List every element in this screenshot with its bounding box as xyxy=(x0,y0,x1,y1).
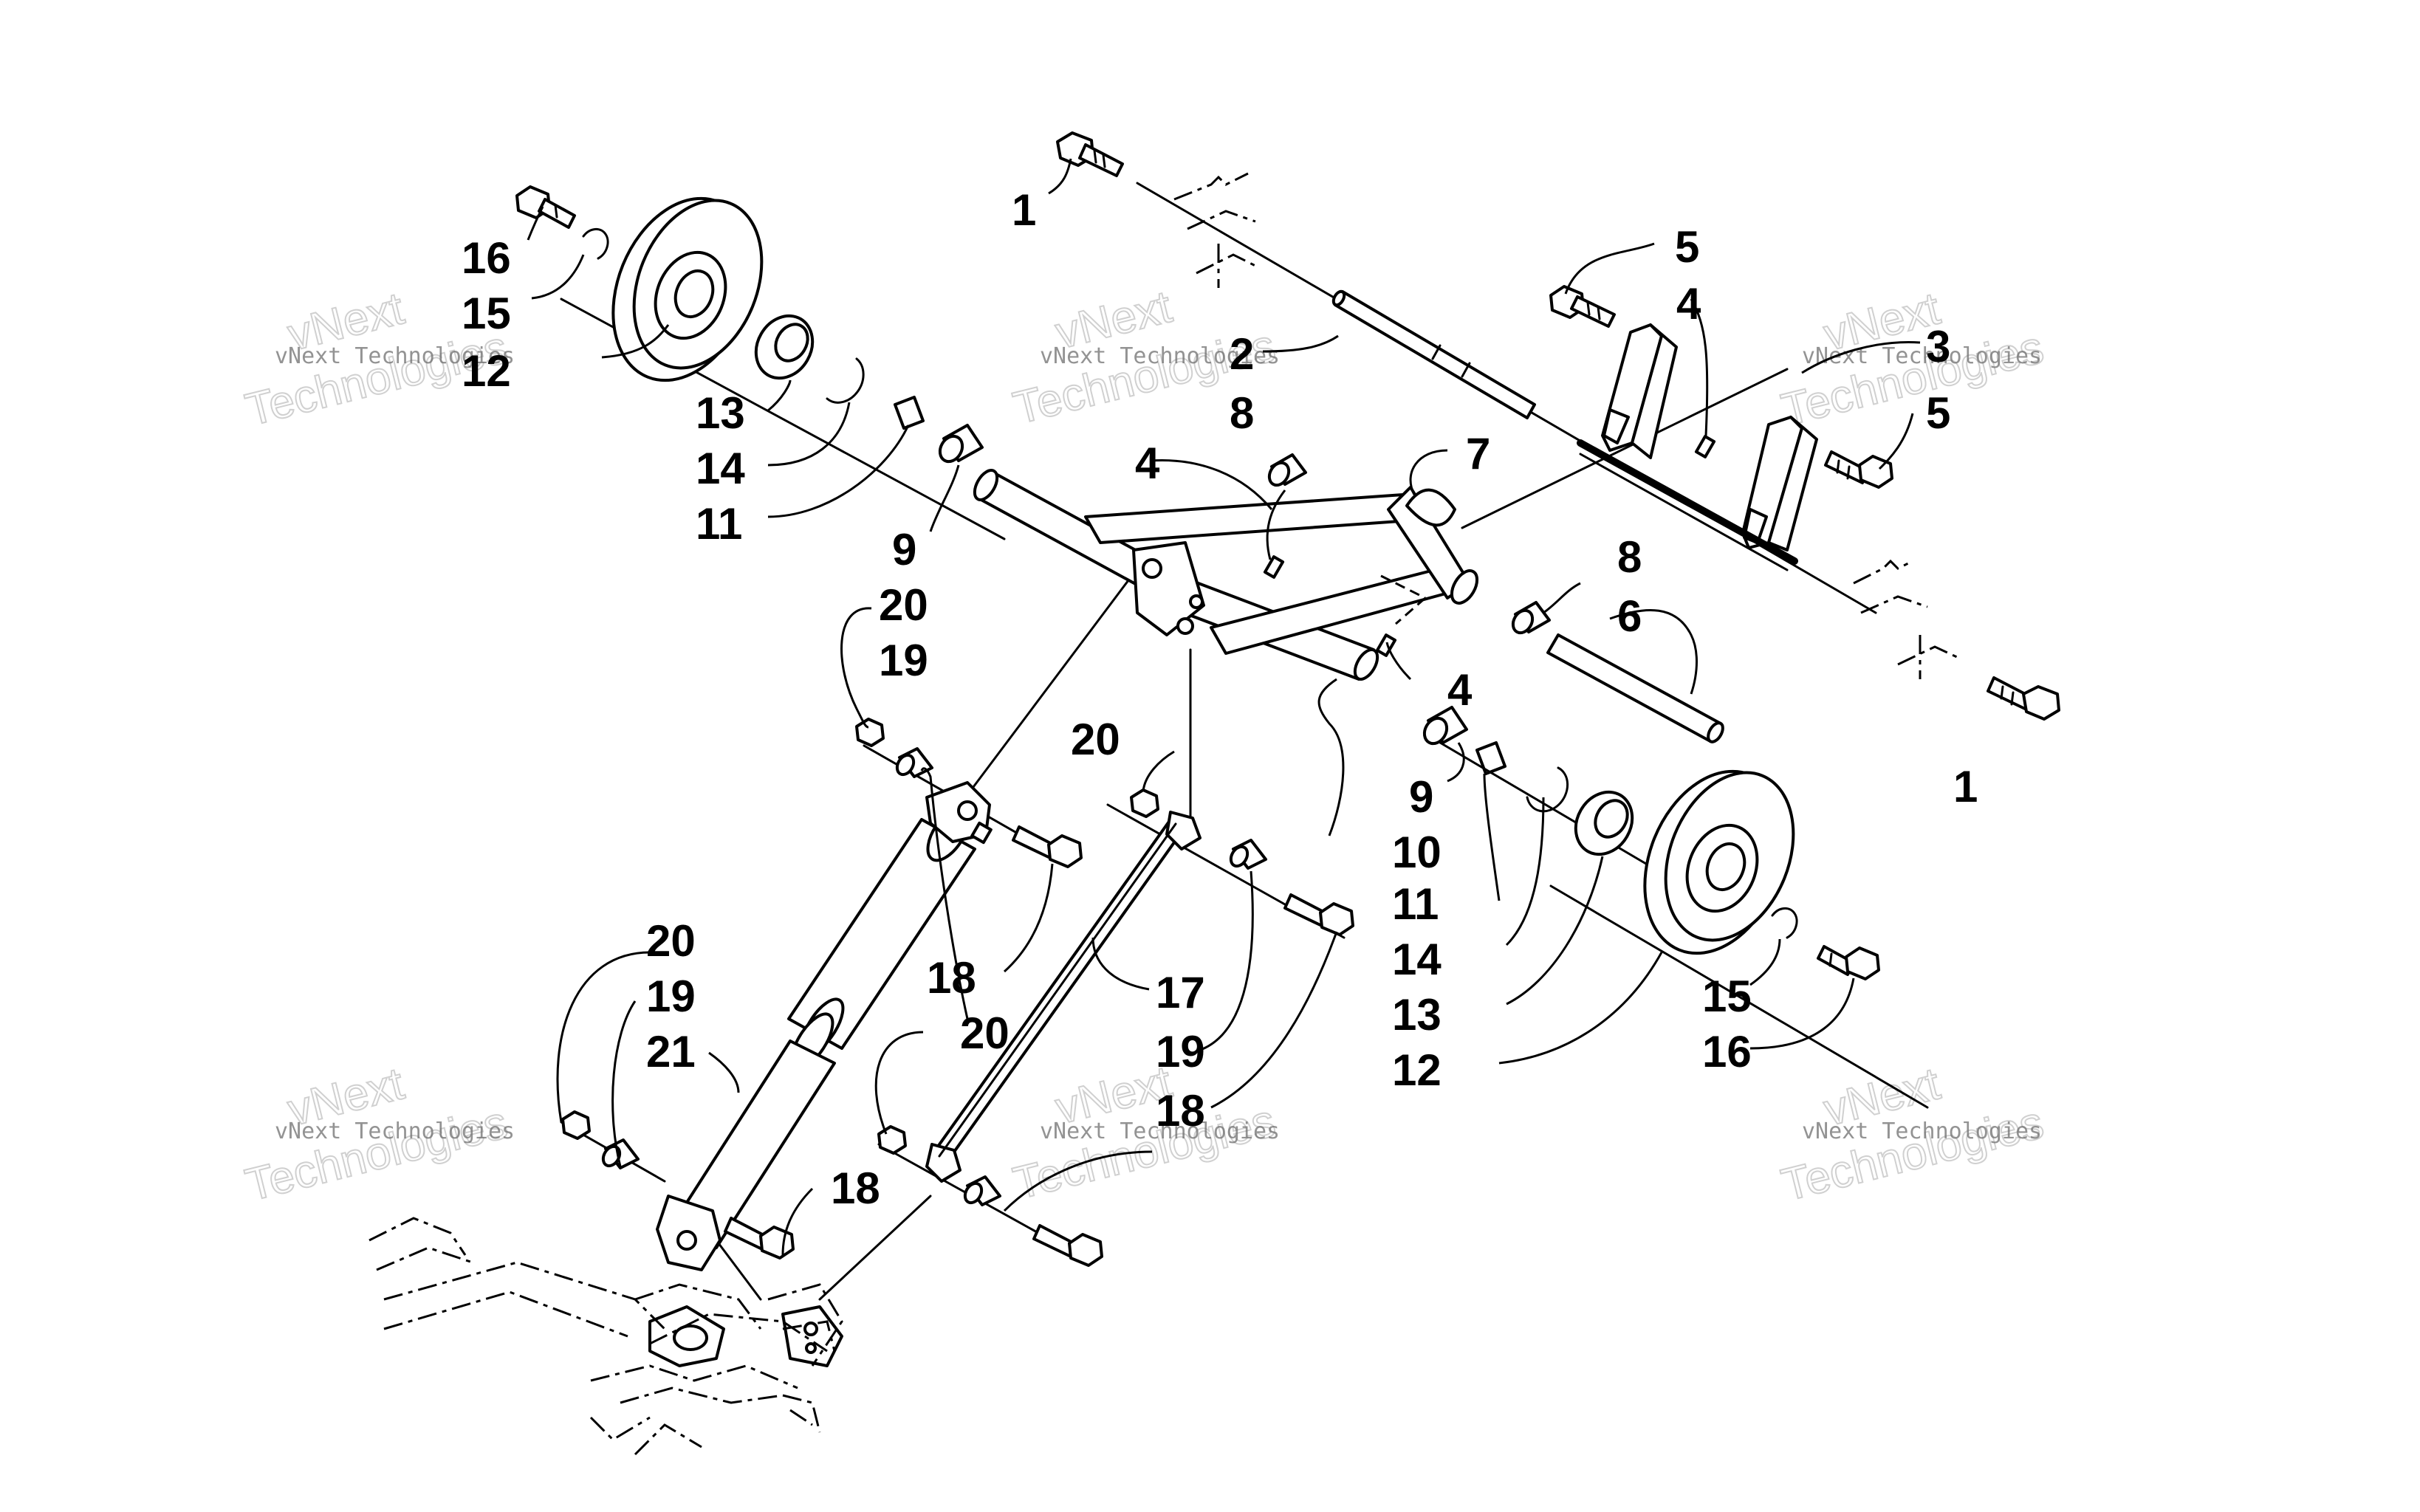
nut-20-lower-right xyxy=(877,1125,907,1155)
callout-20-top: 20 xyxy=(879,580,928,630)
bolt-1-right xyxy=(1987,676,2060,721)
callout-17: 17 xyxy=(1156,968,1205,1017)
callout-6: 6 xyxy=(1617,591,1642,641)
spacer-19-link xyxy=(1229,839,1267,870)
callout-20-link: 20 xyxy=(1071,715,1120,764)
callout-1-top: 1 xyxy=(1012,185,1036,235)
shaft-2 xyxy=(1331,289,1536,419)
callout-15-right: 15 xyxy=(1702,972,1752,1021)
link-arm-17 xyxy=(925,811,1202,1183)
callout-14-left: 14 xyxy=(696,444,745,493)
bolt-1-top xyxy=(1056,131,1124,177)
bearing-13-left xyxy=(754,314,815,380)
watermark-text: vNext Technologies xyxy=(275,343,515,369)
bolt-18-lower-right xyxy=(1032,1224,1103,1267)
nut-20-top xyxy=(855,718,885,747)
callout-16-right: 16 xyxy=(1702,1027,1752,1076)
bushing-8-right xyxy=(1511,601,1551,635)
callout-19-link: 19 xyxy=(1156,1027,1205,1076)
callout-4-top: 4 xyxy=(1676,279,1701,329)
callout-20-lower: 20 xyxy=(960,1008,1010,1058)
watermark-text: vNext Technologies xyxy=(275,1118,515,1144)
ring-15-left xyxy=(582,227,609,260)
callout-5-right: 5 xyxy=(1926,388,1950,438)
callout-15-left: 15 xyxy=(462,289,511,338)
ghost-rail-right xyxy=(1853,559,1958,679)
callout-19-top: 19 xyxy=(879,636,928,685)
spacer-19-top xyxy=(895,747,933,778)
callout-11-left: 11 xyxy=(696,499,742,549)
callout-11-right: 11 xyxy=(1392,879,1439,929)
ring-14-right xyxy=(1526,766,1569,813)
nut-20-link xyxy=(1130,788,1159,818)
nut-20-lower-left xyxy=(561,1110,591,1140)
ring-15-right xyxy=(1771,907,1798,939)
watermark-text: vNext Technologies xyxy=(1802,343,2042,369)
callout-20-left: 20 xyxy=(646,916,696,966)
ghost-rail-top xyxy=(1173,172,1256,288)
callout-18-upper: 18 xyxy=(927,953,976,1003)
callout-8-top: 8 xyxy=(1230,388,1254,438)
watermark-text: vNext Technologies xyxy=(1040,343,1280,369)
callout-labels: 1 1 2 3 4 4 4 5 5 6 7 8 8 9 9 10 11 11 1… xyxy=(462,185,1978,1213)
callout-9-left: 9 xyxy=(892,525,916,574)
callout-18-link: 18 xyxy=(1156,1086,1205,1135)
callout-18-lower: 18 xyxy=(831,1164,880,1213)
bushing-8-top xyxy=(1267,453,1307,487)
callout-4-mid: 4 xyxy=(1135,439,1160,488)
bolt-18-link xyxy=(1283,893,1354,936)
bolt-5-upper xyxy=(1549,285,1616,328)
callout-19-left: 19 xyxy=(646,972,696,1021)
callout-8-right: 8 xyxy=(1617,532,1642,582)
clip-11-left xyxy=(894,396,925,430)
shock-absorber-21 xyxy=(656,781,993,1271)
ring-14-left xyxy=(826,357,865,404)
spacer-9-right xyxy=(1422,706,1468,746)
callout-4-low: 4 xyxy=(1447,665,1473,715)
bolt-16-left xyxy=(515,185,576,229)
callout-14-right: 14 xyxy=(1392,935,1442,984)
clip-11-right xyxy=(1475,741,1506,775)
watermark-text: vNext Technologies xyxy=(1040,1118,1280,1144)
bolt-16-right xyxy=(1817,945,1880,980)
callout-13-left: 13 xyxy=(696,388,745,438)
callout-13-right: 13 xyxy=(1392,990,1442,1040)
callout-1-right: 1 xyxy=(1953,762,1978,811)
spacer-19-lower-right xyxy=(963,1175,1001,1206)
callout-7: 7 xyxy=(1466,429,1490,478)
callout-12-right: 12 xyxy=(1392,1045,1442,1095)
bolt-18-upper xyxy=(1012,825,1083,868)
set-screw-4-right xyxy=(1694,435,1716,458)
bolt-5-lower xyxy=(1824,450,1893,489)
lower-pivot-bracket xyxy=(648,1305,843,1367)
idler-wheel-12-left xyxy=(611,196,764,382)
watermark-text: vNext Technologies xyxy=(1802,1118,2042,1144)
lower-frame-ghost xyxy=(369,1217,843,1456)
bearing-13-right xyxy=(1574,790,1634,856)
callout-9-right: 9 xyxy=(1409,772,1433,822)
spacer-9-left xyxy=(938,424,984,464)
idler-wheel-12-right xyxy=(1643,769,1795,955)
callout-5-top: 5 xyxy=(1675,222,1699,272)
callout-21: 21 xyxy=(646,1027,696,1076)
callout-16-left: 16 xyxy=(462,233,511,283)
set-screw-4-mid xyxy=(1263,555,1285,579)
callout-2: 2 xyxy=(1230,329,1254,379)
leader-lines xyxy=(527,158,1921,1256)
callout-10: 10 xyxy=(1392,828,1442,877)
set-screw-4-low xyxy=(1375,633,1397,657)
bracket-3 xyxy=(1577,323,1818,571)
swing-arm-7 xyxy=(973,469,1479,681)
shaft-6 xyxy=(1546,633,1724,743)
callout-3: 3 xyxy=(1926,322,1950,371)
callout-12-left: 12 xyxy=(462,346,511,396)
